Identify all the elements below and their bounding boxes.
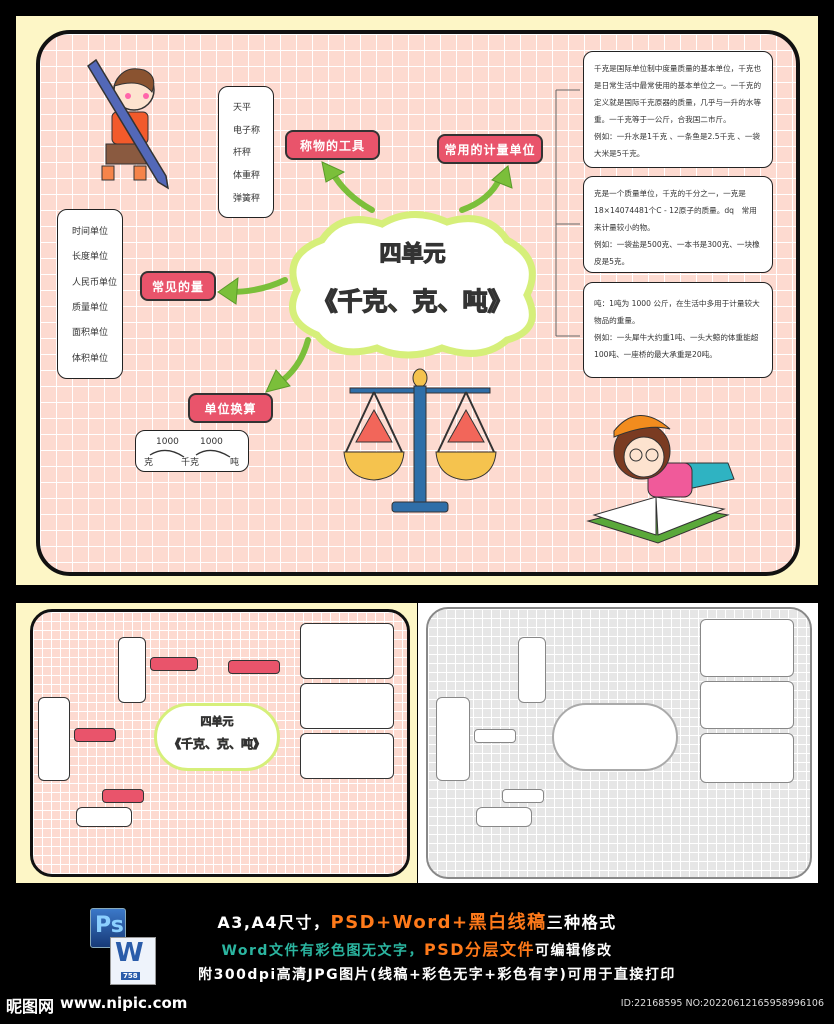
tools-item: 体重秤 bbox=[233, 171, 261, 182]
common-item: 人民币单位 bbox=[72, 277, 118, 288]
info-text: 克是一个质量单位，千克的千分之一，一克是18×14074481个C - 12原子… bbox=[594, 189, 757, 232]
center-title-line2: 《千克、克、吨》 bbox=[312, 286, 513, 316]
arrows-layer bbox=[217, 89, 580, 393]
conversion-unit-2: 千克 bbox=[181, 458, 200, 468]
center-cloud bbox=[289, 210, 536, 359]
footer-size: A3,A4尺寸， bbox=[217, 913, 331, 932]
info-example: 例如：一升水是1千克 、一条鱼是2.5千克 、一袋大米是5千克。 bbox=[594, 132, 761, 158]
image-id: ID:22168595 NO:20220612165958996106 bbox=[620, 998, 824, 1009]
thumb-title-line1: 四单元 bbox=[200, 715, 234, 729]
boy-with-pencil-illustration bbox=[87, 58, 170, 190]
girl-reading-illustration bbox=[586, 415, 735, 544]
center-title-line1: 四单元 bbox=[379, 241, 446, 267]
word-sub: 758 bbox=[121, 972, 140, 980]
tools-item: 电子称 bbox=[233, 125, 261, 136]
conversion-rate-2: 1000 bbox=[200, 437, 223, 447]
footer-line-1: A3,A4尺寸，PSD+Word+黑白线稿三种格式 bbox=[0, 908, 834, 934]
footer-line-2: Word文件有彩色图无文字，PSD分层文件可编辑修改 bbox=[0, 936, 834, 960]
info-example: 例如：一袋盐是500克、一本书是300克、一块橡皮是5克。 bbox=[594, 240, 760, 266]
tools-list-box: 天平 电子称 杆秤 体重秤 弹簧秤 bbox=[218, 86, 274, 218]
common-item: 质量单位 bbox=[72, 303, 109, 314]
word-icon: W 758 bbox=[110, 937, 156, 985]
common-list-box: 时间单位 长度单位 人民币单位 质量单位 面积单位 体积单位 bbox=[57, 209, 123, 379]
info-box-kilogram: 千克是国际单位制中度量质量的基本单位，千克也是日常生活中最常使用的基本单位之一。… bbox=[583, 51, 773, 168]
word-letter: W bbox=[115, 938, 144, 968]
branch-conversion: 单位换算 bbox=[188, 393, 273, 423]
common-item: 面积单位 bbox=[72, 328, 109, 339]
footer-psd-note: PSD分层文件 bbox=[423, 940, 536, 959]
info-example: 例如：一头犀牛大约重1吨、一头大鲸的体重能超100吨、一座桥的最大承重是20吨。 bbox=[594, 333, 759, 359]
arrow-tools bbox=[329, 169, 375, 213]
info-box-ton: 吨：1吨为 1000 公斤，在生活中多用于计量较大物品的重量。 例如：一头犀牛大… bbox=[583, 282, 773, 378]
site-logo: 昵图网 bbox=[6, 997, 55, 1016]
footer-formats-suffix: 三种格式 bbox=[546, 913, 617, 932]
conversion-rate-1: 1000 bbox=[156, 437, 179, 447]
info-text: 吨：1吨为 1000 公斤，在生活中多用于计量较大物品的重量。 bbox=[594, 299, 760, 325]
tools-item: 杆秤 bbox=[233, 148, 252, 159]
branch-tools: 称物的工具 bbox=[285, 130, 380, 160]
tools-item: 弹簧秤 bbox=[233, 194, 261, 205]
common-item: 时间单位 bbox=[72, 227, 109, 238]
common-item: 体积单位 bbox=[72, 353, 109, 364]
balance-scale-illustration bbox=[343, 368, 497, 513]
footer-editable: 可编辑修改 bbox=[535, 943, 613, 959]
branch-units: 常用的计量单位 bbox=[437, 134, 543, 164]
thumbnail-lineart bbox=[418, 603, 818, 883]
arrow-common bbox=[227, 277, 288, 295]
thumbnail-color: 四单元 《千克、克、吨》 bbox=[16, 603, 417, 883]
conversion-box: 1000 1000 克 千克 吨 bbox=[135, 430, 249, 472]
footer-line-3: 附300dpi高清JPG图片(线稿+彩色无字+彩色有字)可用于直接打印 bbox=[198, 967, 676, 983]
info-text: 千克是国际单位制中度量质量的基本单位，千克也是日常生活中最常使用的基本单位之一。… bbox=[594, 64, 762, 124]
conversion-unit-1: 克 bbox=[144, 458, 154, 468]
conversion-unit-3: 吨 bbox=[230, 458, 240, 468]
branch-common: 常见的量 bbox=[140, 271, 216, 301]
footer-formats: PSD+Word+黑白线稿 bbox=[330, 912, 547, 933]
site-url: www.nipic.com bbox=[60, 994, 188, 1012]
thumb-title-line2: 《千克、克、吨》 bbox=[168, 737, 266, 752]
footer-word-note: Word文件有彩色图无文字， bbox=[221, 943, 424, 959]
arrow-units bbox=[459, 175, 503, 213]
common-item: 长度单位 bbox=[72, 252, 109, 263]
tools-item: 天平 bbox=[233, 102, 252, 113]
info-box-gram: 克是一个质量单位，千克的千分之一，一克是18×14074481个C - 12原子… bbox=[583, 176, 773, 273]
